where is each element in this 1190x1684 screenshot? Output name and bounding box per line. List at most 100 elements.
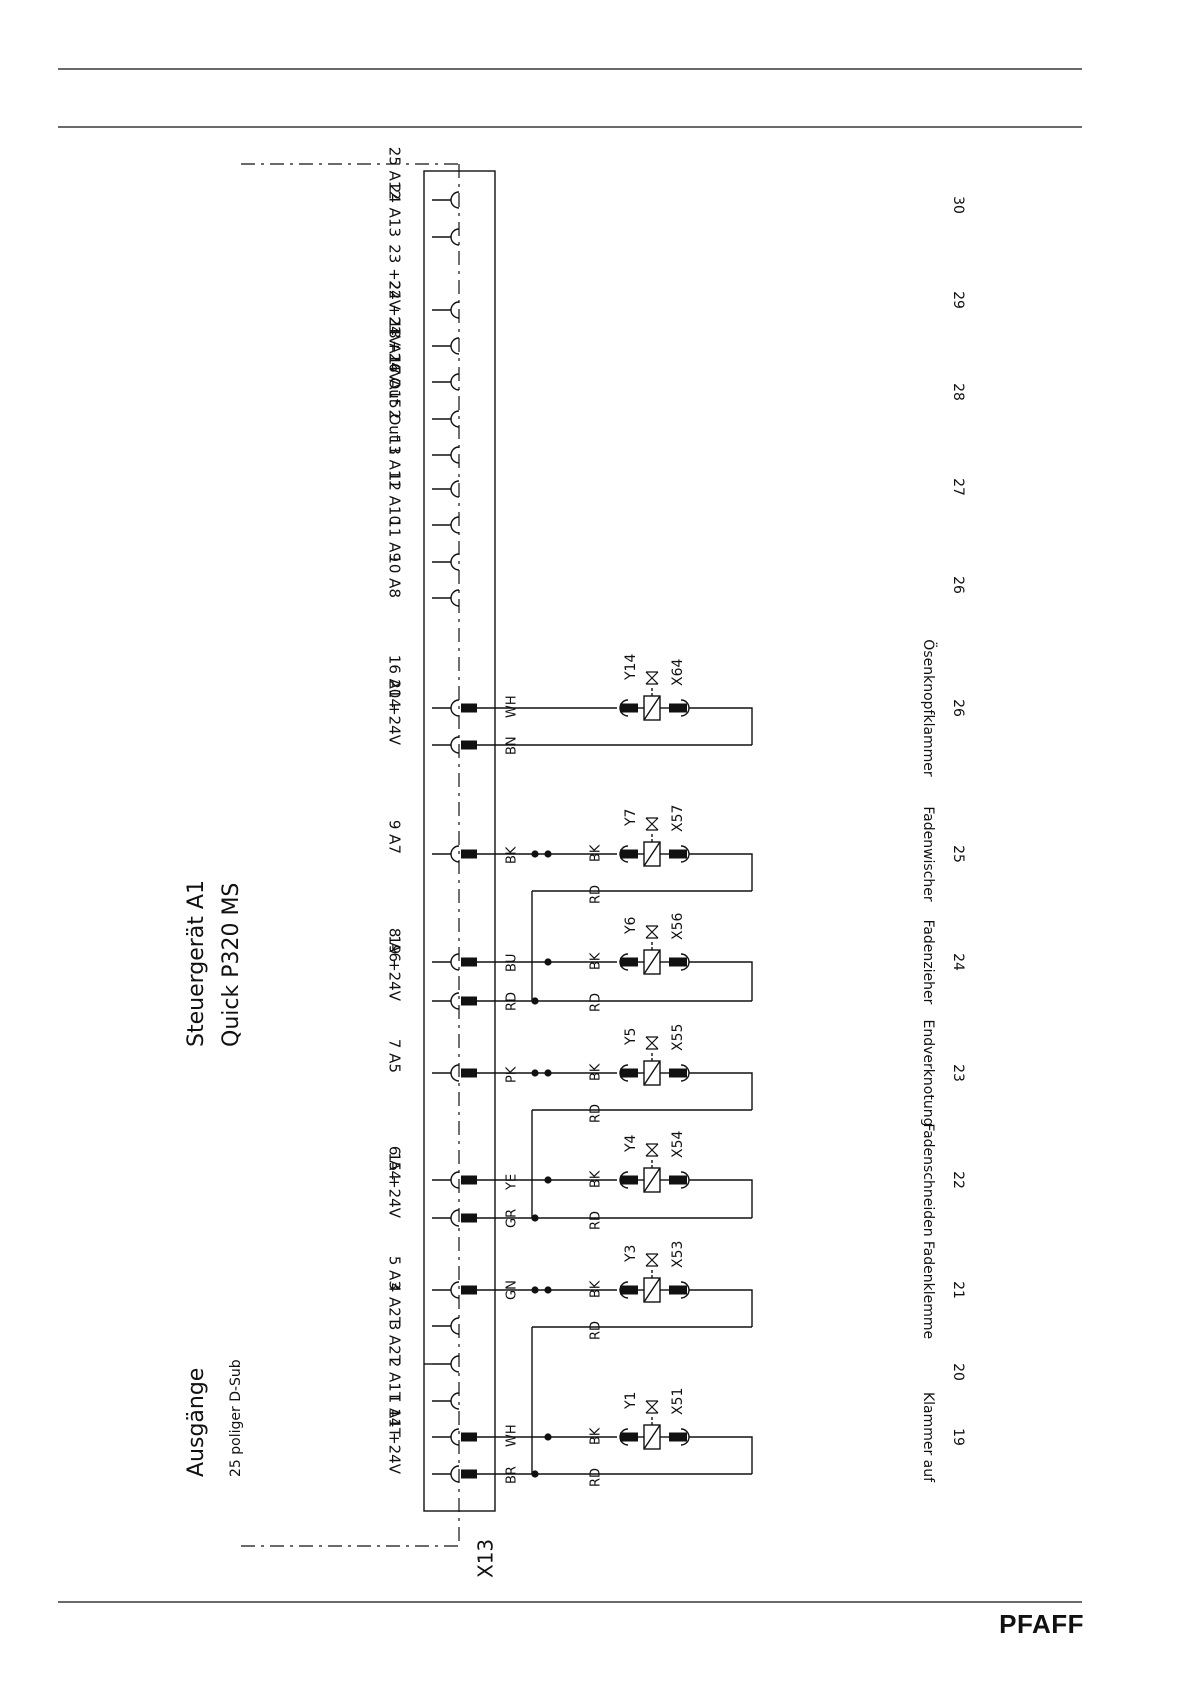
function-label: Endverknotung (920, 1020, 936, 1127)
pin: 4 A2T (386, 1283, 460, 1335)
wire-list (477, 707, 753, 1478)
coil-color-bottom: RD (589, 993, 604, 1012)
pin-label: 7 A5 (386, 1039, 404, 1073)
valve-circuit (477, 1433, 753, 1478)
pin-socket (450, 699, 460, 717)
device-model: Quick P320 MS (219, 883, 244, 1047)
connector-label: X13 (474, 1539, 498, 1578)
coil-color-top: BK (589, 844, 604, 862)
pin-socket (450, 589, 460, 607)
junction-dot (544, 1286, 552, 1294)
pin-contact (461, 1213, 477, 1223)
pin: 13 A11 (386, 436, 460, 498)
wire-color-supply: BN (505, 736, 520, 755)
pin: 18 A16 Out 2 (386, 320, 460, 428)
wire-color-signal: BK (505, 846, 520, 864)
pin: 11 A9 (386, 518, 460, 571)
pin-label: 18 A16 Out 2 (386, 320, 404, 419)
plug-contact-left (620, 703, 638, 713)
pin: 17 A15 Out 1 (386, 356, 460, 464)
pin: 24 A13 (386, 184, 460, 246)
pin-contact (461, 957, 477, 967)
pin-socket (450, 191, 460, 209)
sheet-ref: 29 (950, 291, 966, 309)
wire-color-signal: PK (505, 1066, 520, 1083)
coil-color-top: BK (589, 1427, 604, 1445)
return-wire (689, 707, 753, 745)
pin-label: 2 A1T (386, 1358, 404, 1402)
pin-contact (461, 849, 477, 859)
pin: 12 A10 (386, 472, 460, 534)
coil-color-top: BK (589, 1063, 604, 1081)
pin-label: 5 A3 (386, 1256, 404, 1290)
coil-color-bottom: RD (589, 885, 604, 904)
valve-circuit (477, 1069, 753, 1218)
pin-label: 22 +24V (386, 280, 404, 347)
pin-socket (450, 1392, 460, 1410)
wire-color-signal: WH (505, 1424, 520, 1447)
valve-id: Y5 (623, 1028, 639, 1046)
sheet-ref: 22 (950, 1171, 966, 1189)
wire-color-supply: RD (505, 992, 520, 1011)
pin: 8 A6 (386, 928, 477, 971)
return-wire (689, 1436, 753, 1474)
plug-contact-right (669, 1175, 687, 1185)
pin-label: 16 A14 (386, 655, 404, 708)
pin: 3 A2T (386, 1321, 460, 1373)
plug-socket-right (680, 1428, 690, 1446)
pin-label: 14 +24V (386, 1408, 404, 1475)
coil-diagonal (643, 1424, 661, 1450)
plug-contact-left (620, 1175, 638, 1185)
pin-label: 24 A13 (386, 184, 404, 237)
coil-diagonal (643, 1060, 661, 1086)
pin: 23 +24V (386, 244, 460, 319)
sheet-ref: 28 (950, 383, 966, 401)
plug-contact-left (620, 1285, 638, 1295)
plug-id: X56 (670, 913, 686, 940)
pin-label: 10 A8 (386, 554, 404, 598)
coil-color-top: BK (589, 1280, 604, 1298)
pin-socket (450, 553, 460, 571)
plug-socket-right (680, 1064, 690, 1082)
pin-label: 12 A10 (386, 472, 404, 525)
pin: 21 +24V (386, 316, 460, 391)
sheet-ref: 21 (950, 1281, 966, 1299)
pin: 20 +24V (386, 679, 477, 754)
pin-contact (461, 1469, 477, 1479)
junction-dot (544, 1069, 552, 1077)
junction-dot (544, 1433, 552, 1441)
pin: 5 A3 (386, 1256, 477, 1299)
sheet-ref: 27 (950, 478, 966, 496)
pin-label: 15 +24V (386, 1152, 404, 1219)
plug-socket-right (680, 953, 690, 971)
junction-dot (531, 1470, 539, 1478)
valve-id: Y7 (623, 809, 639, 827)
coil-diagonal (643, 695, 661, 721)
pin-label: 1 A1T (386, 1394, 404, 1438)
pin-label: 25 A12 (386, 147, 404, 200)
pin-socket (450, 480, 460, 498)
plug-id: X64 (670, 659, 686, 686)
plug-contact-left (620, 957, 638, 967)
valve-body-icon (645, 1253, 659, 1267)
pin: 6 A4 (386, 1146, 477, 1189)
pin: 10 A8 (386, 554, 460, 607)
coil-diagonal (643, 949, 661, 975)
valve-body-icon (645, 925, 659, 939)
pin: 15 +24V (386, 1152, 477, 1227)
pin: 2 A1T (386, 1358, 460, 1410)
page-frame (58, 68, 1082, 1603)
plug-contact-left (620, 849, 638, 859)
pin-label: 13 A11 (386, 436, 404, 489)
function-label: Fadenklemme (920, 1241, 936, 1339)
plug-contact-right (669, 703, 687, 713)
plug-contact-right (669, 1068, 687, 1078)
junction-dot (544, 1176, 552, 1184)
coil-color-top: BK (589, 952, 604, 970)
wire-color-signal: YE (505, 1174, 520, 1191)
